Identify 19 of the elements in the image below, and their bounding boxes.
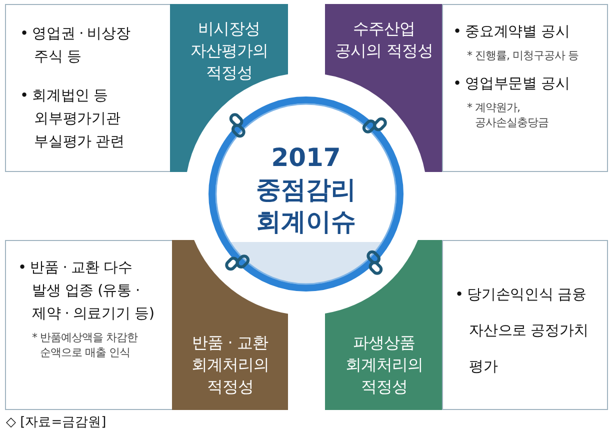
text-box bbox=[5, 4, 171, 172]
bullet-item: • 영업권 · 비상장 주식 등 bbox=[20, 25, 132, 67]
text-box bbox=[5, 240, 173, 410]
source-caption: ◇ [자료=금감원] bbox=[6, 414, 106, 431]
footnote: * 계약원가, 공사손실충당금 bbox=[466, 100, 550, 131]
panel-title: 반품 · 교환 회계처리의 적정성 bbox=[190, 332, 270, 398]
text-box bbox=[442, 240, 608, 410]
text-box bbox=[442, 4, 608, 172]
bullet-item: • 당기손익인식 금융 자산으로 공정가치 평가 bbox=[455, 286, 590, 377]
footnote: * 반품예상액을 차감한 순액으로 매출 인식 bbox=[31, 330, 139, 361]
center-title: 2017 중점감리 회계이슈 bbox=[255, 142, 357, 238]
footnote: * 진행률, 미청구공사 등 bbox=[466, 48, 580, 64]
bullet-item: • 중요계약별 공시 bbox=[453, 23, 571, 42]
panel-title: 파생상품 회계처리의 적정성 bbox=[344, 332, 424, 398]
panel-title: 비시장성 자산평가의 적정성 bbox=[189, 18, 269, 84]
bullet-item: • 회계법인 등 외부평가기관 부실평가 관련 bbox=[20, 87, 126, 152]
bullet-item: • 반품 · 교환 다수 발생 업종 (유통 · 제약 · 의료기기 등) bbox=[18, 259, 155, 324]
panel-title: 수주산업 공시의 적정성 bbox=[334, 18, 434, 62]
bullet-item: • 영업부문별 공시 bbox=[453, 75, 571, 94]
